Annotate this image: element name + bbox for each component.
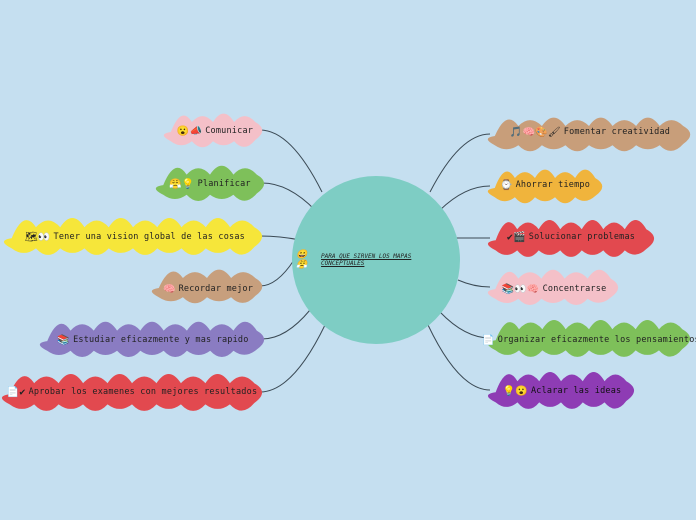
- ideas-emoji-icon: 💡😮: [502, 385, 528, 397]
- topic-fomentar-creatividad[interactable]: 🎵🧠🎨🖌 Fomentar creatividad: [492, 123, 688, 141]
- topic-label: Aprobar los examenes con mejores resulta…: [28, 387, 258, 397]
- topic-label: Organizar eficazmente los pensamientos: [497, 335, 696, 345]
- topic-label: Recordar mejor: [178, 284, 254, 294]
- recordar-emoji-icon: 🧠: [162, 283, 176, 295]
- topic-vision-global[interactable]: 🗺👀 Tener una vision global de las cosas: [10, 228, 260, 246]
- topic-recordar[interactable]: 🧠 Recordar mejor: [154, 280, 262, 298]
- cloud-concentrarse[interactable]: [487, 269, 619, 306]
- vision-emoji-icon: 🗺👀: [25, 231, 51, 243]
- cloud-recordar[interactable]: [151, 269, 263, 304]
- topic-label: Planificar: [197, 179, 251, 189]
- central-topic-circle[interactable]: [292, 176, 460, 344]
- topic-label: Comunicar: [205, 126, 254, 136]
- comunicar-emoji-icon: 😮📣: [176, 125, 203, 137]
- cloud-pensamientos[interactable]: [487, 319, 691, 357]
- cloud-planificar[interactable]: [155, 165, 265, 202]
- connector-lines: [259, 129, 491, 393]
- topic-label: Solucionar problemas: [528, 232, 636, 242]
- aprobar-emoji-icon: 📄✔: [6, 386, 26, 398]
- connector-pensamientos: [439, 311, 491, 339]
- topic-planificar[interactable]: 😤💡 Planificar: [160, 175, 260, 193]
- topic-label: Estudiar eficazmente y mas rapido: [73, 335, 249, 345]
- topic-clouds: [1, 113, 691, 411]
- cloud-ideas[interactable]: [487, 371, 635, 409]
- cloud-aprobar[interactable]: [1, 373, 263, 411]
- concentrarse-emoji-icon: 📚👀🧠: [501, 283, 540, 295]
- cloud-problemas[interactable]: [487, 219, 655, 257]
- central-topic-emoji-icon: 😀😤: [296, 250, 308, 270]
- connector-concentrarse: [457, 279, 491, 288]
- topic-label: Aclarar las ideas: [530, 386, 622, 396]
- cloud-estudiar[interactable]: [39, 321, 265, 358]
- central-topic-title: PARA QUE SIRVEN LOS MAPAS CONCEPTUALES: [321, 253, 412, 267]
- topic-label: Concentrarse: [542, 284, 607, 294]
- topic-solucionar-problemas[interactable]: ✔🎬 Solucionar problemas: [490, 228, 652, 246]
- creatividad-emoji-icon: 🎵🧠🎨🖌: [509, 126, 561, 138]
- topic-aprobar[interactable]: 📄✔ Aprobar los examenes con mejores resu…: [4, 383, 260, 401]
- connector-aprobar: [259, 324, 326, 393]
- topic-estudiar[interactable]: 📚 Estudiar eficazmente y mas rapido: [44, 331, 262, 349]
- central-topic-label[interactable]: 😀😤 PARA QUE SIRVEN LOS MAPAS CONCEPTUALE…: [296, 250, 456, 270]
- connector-ideas: [427, 324, 491, 391]
- connector-estudiar: [261, 309, 311, 340]
- document-icon: 📄: [482, 334, 495, 346]
- topic-organizar-pensamientos[interactable]: 📄 Organizar eficazmente los pensamientos: [482, 331, 696, 349]
- topic-label: Fomentar creatividad: [563, 127, 671, 137]
- topic-ahorrar-tiempo[interactable]: ⌚ Ahorrar tiempo: [490, 176, 600, 194]
- topic-label: Tener una vision global de las cosas: [53, 232, 245, 242]
- cloud-vision[interactable]: [3, 217, 263, 255]
- topic-comunicar[interactable]: 😮📣 Comunicar: [168, 122, 262, 140]
- cloud-tiempo[interactable]: [487, 169, 603, 204]
- cloud-creatividad[interactable]: [487, 117, 691, 152]
- connector-planificar: [261, 182, 316, 211]
- problemas-emoji-icon: ✔🎬: [506, 231, 526, 243]
- connector-vision: [259, 235, 301, 241]
- topic-aclarar-ideas[interactable]: 💡😮 Aclarar las ideas: [490, 382, 634, 400]
- estudiar-emoji-icon: 📚: [57, 334, 71, 346]
- planificar-emoji-icon: 😤💡: [169, 178, 195, 190]
- watch-icon: ⌚: [499, 179, 513, 191]
- connector-creatividad: [429, 133, 491, 193]
- connector-recordar: [259, 259, 295, 287]
- topic-label: Ahorrar tiempo: [515, 180, 591, 190]
- cloud-comunicar[interactable]: [163, 113, 263, 148]
- connector-tiempo: [439, 185, 491, 211]
- connector-comunicar: [259, 129, 323, 193]
- topic-concentrarse[interactable]: 📚👀🧠 Concentrarse: [490, 280, 618, 298]
